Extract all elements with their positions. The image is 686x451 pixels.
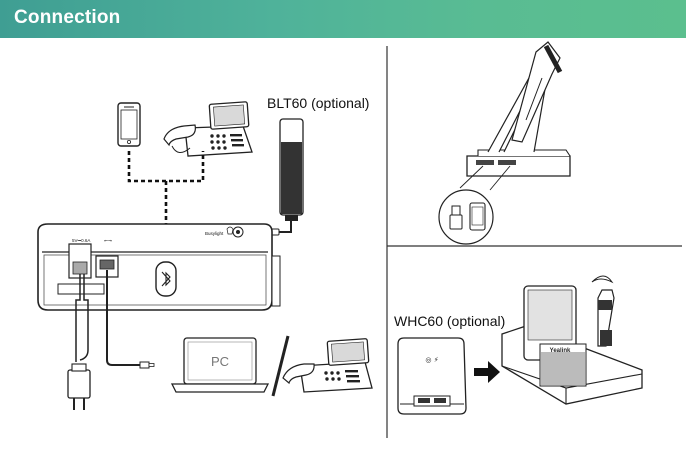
base-ports: 5V⎓0.6A ⭠⭢ — [57, 238, 119, 295]
wireless-charger-icon: ◎ ⚡ — [397, 337, 467, 415]
power-cable — [75, 274, 89, 362]
svg-text:⭠⭢: ⭠⭢ — [104, 238, 112, 244]
arrow-icon — [474, 361, 500, 383]
mobile-phone-icon — [117, 102, 141, 147]
callout-pointer — [489, 165, 511, 191]
base-with-headset-side-view — [466, 41, 571, 177]
base-station — [37, 223, 281, 311]
mobile-phone-icon — [469, 202, 486, 231]
usb-dongle-icon — [449, 205, 463, 230]
desk-phone-icon — [282, 338, 373, 393]
power-adapter-icon — [67, 363, 91, 410]
busylight-port-label: Busylight — [205, 231, 224, 236]
section-title: Connection — [14, 7, 121, 28]
laptop-icon: PC — [170, 337, 270, 393]
usb-devices-callout — [438, 189, 494, 245]
or-slash — [271, 335, 290, 397]
headset-icon — [591, 275, 615, 347]
svg-text:5V⎓0.6A: 5V⎓0.6A — [72, 238, 90, 243]
pc-label: PC — [211, 354, 229, 369]
section-header: Connection — [0, 0, 686, 38]
brand-label: Yealink — [550, 348, 571, 354]
desk-phone-icon — [163, 101, 253, 157]
bluetooth-icon — [155, 261, 177, 297]
svg-text:◎ ⚡: ◎ ⚡ — [425, 356, 438, 364]
callout-pointer — [459, 165, 484, 189]
whc60-label: WHC60 (optional) — [394, 313, 505, 329]
busylight-icon — [279, 118, 304, 221]
busylight-port-icon — [226, 226, 244, 238]
usb-cable-icon — [106, 270, 140, 366]
busylight-cable — [278, 221, 292, 233]
blt60-label: BLT60 (optional) — [267, 95, 369, 111]
whc60-charging-station: Yealink — [501, 275, 643, 405]
